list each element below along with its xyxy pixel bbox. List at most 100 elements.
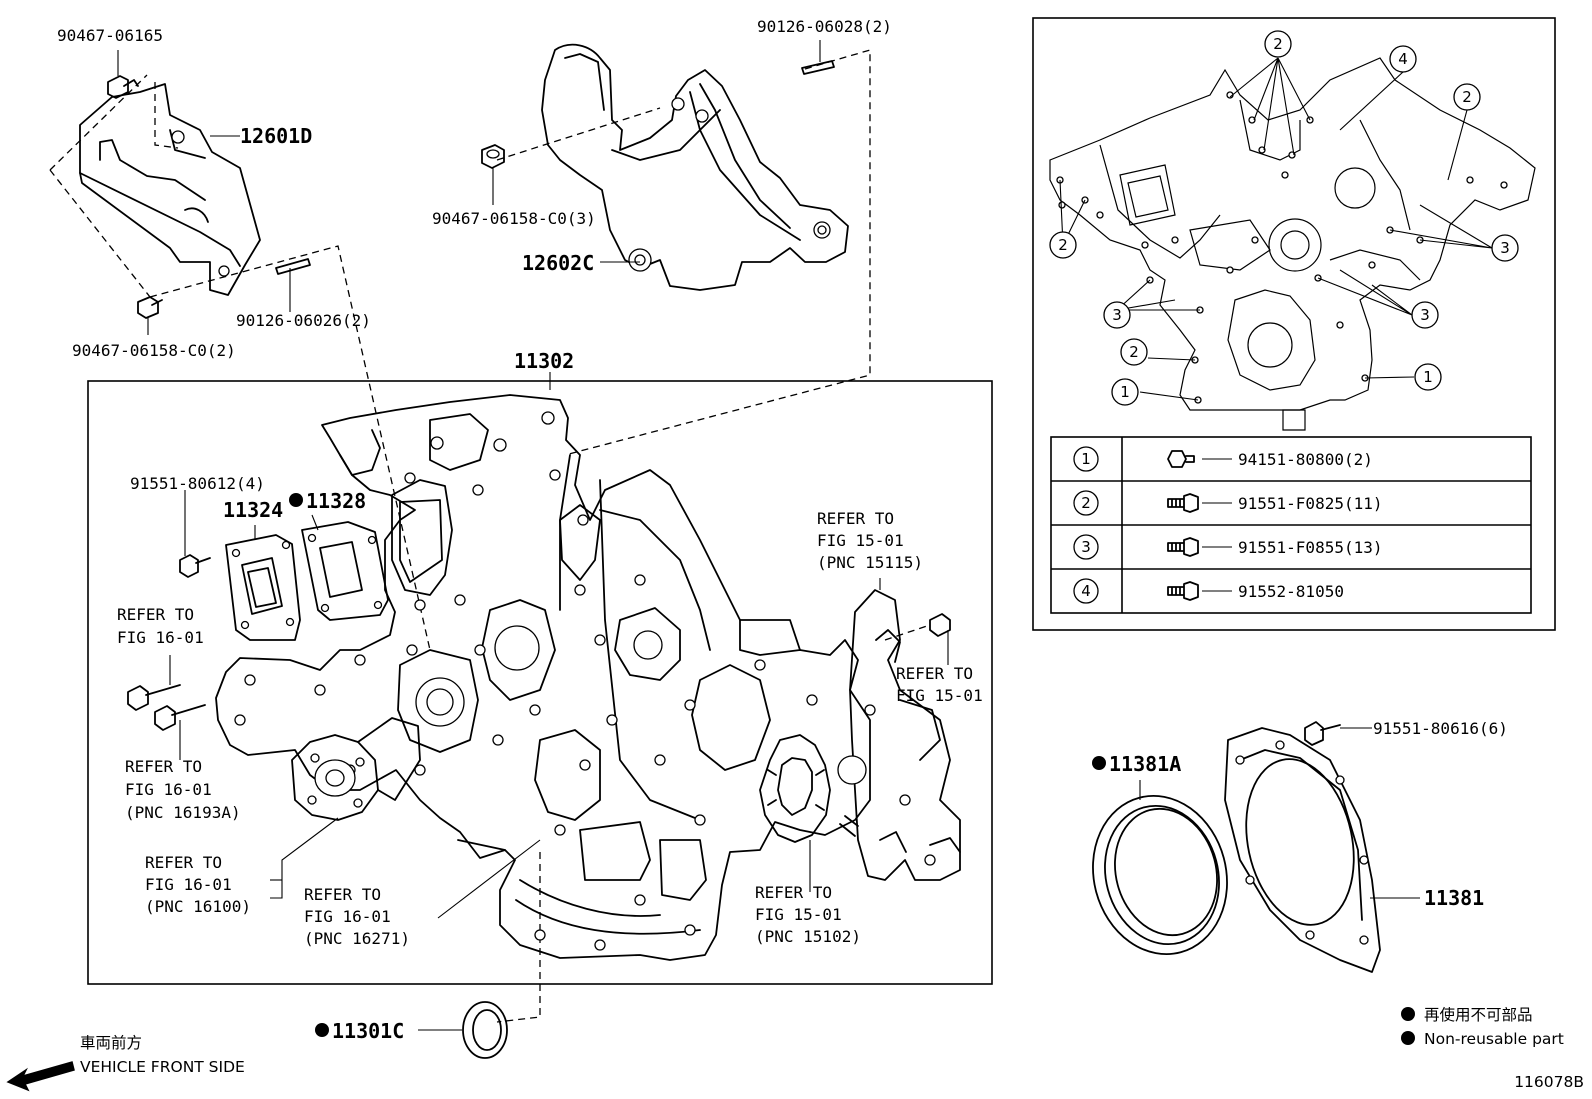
svg-text:1: 1	[1120, 383, 1130, 401]
svg-text:FIG 16-01: FIG 16-01	[145, 875, 232, 894]
bolt-part-number: 94151-80800(2)	[1238, 450, 1373, 469]
bolt-icon	[1167, 450, 1195, 468]
label-11381: 11381	[1424, 886, 1484, 910]
inset-callouts: 2 4 2 2 2 3 3 3 1 1	[1049, 30, 1519, 406]
bolt-oil-pump-right	[929, 613, 951, 637]
svg-text:2: 2	[1273, 35, 1283, 53]
label-11324: 11324	[223, 498, 283, 522]
bolt-part-number: 91551-F0855(13)	[1238, 538, 1383, 557]
bolt-key: 1	[1081, 450, 1091, 468]
figure-id: 116078B	[1514, 1073, 1584, 1091]
leader-lines	[117, 40, 1420, 1031]
label-11328: 11328	[306, 489, 366, 513]
ref-fig15-01: REFER TO FIG 15-01	[896, 664, 983, 705]
bolt-table-row: 1 94151-80800(2)	[1073, 446, 1373, 472]
legend-non-reusable: 再使用不可部品 Non-reusable part	[1401, 1006, 1564, 1048]
legend-text-jp: 再使用不可部品	[1424, 1006, 1533, 1024]
bolt-key-circle	[1073, 446, 1099, 472]
svg-text:REFER TO: REFER TO	[817, 509, 894, 528]
label-90467-06158-c0-2: 90467-06158-C0(2)	[72, 341, 236, 360]
bolt-key-circle	[1073, 490, 1099, 516]
svg-text:1: 1	[1423, 368, 1433, 386]
bolt-91551-80612	[179, 554, 211, 578]
bolt-icon	[1167, 493, 1199, 513]
svg-text:FIG 16-01: FIG 16-01	[304, 907, 391, 926]
rear-oil-seal-11381a	[1092, 794, 1228, 956]
svg-text:2: 2	[1462, 88, 1472, 106]
non-reusable-mark-11328	[289, 493, 303, 507]
front-oil-seal-11301c	[462, 1001, 508, 1059]
vehicle-front-jp: 車両前方	[80, 1034, 142, 1052]
ref-fig16-01-a: REFER TO FIG 16-01	[117, 605, 204, 647]
svg-text:REFER TO: REFER TO	[896, 664, 973, 683]
bolt-table-row: 2 91551-F0825(11)	[1073, 490, 1383, 516]
label-11301c: 11301C	[332, 1019, 404, 1043]
legend-dot-1	[1401, 1007, 1415, 1021]
oil-pump-housing	[837, 589, 961, 881]
svg-text:REFER TO: REFER TO	[145, 853, 222, 872]
bolt-table-row: 4 91552-81050	[1073, 578, 1344, 604]
svg-text:REFER TO: REFER TO	[117, 605, 194, 624]
bolt-key: 4	[1081, 582, 1091, 600]
ref-pnc-15102: REFER TO FIG 15-01 (PNC 15102)	[755, 883, 861, 946]
vehicle-front-en: VEHICLE FRONT SIDE	[80, 1058, 245, 1076]
svg-text:FIG 15-01: FIG 15-01	[817, 531, 904, 550]
bolt-key: 2	[1081, 494, 1091, 512]
oil-seal-retainer-11381	[1224, 727, 1381, 973]
bracket-12601d	[79, 83, 261, 296]
svg-text:3: 3	[1420, 306, 1430, 324]
svg-text:(PNC 15102): (PNC 15102)	[755, 927, 861, 946]
svg-text:3: 3	[1112, 306, 1122, 324]
front-arrow-icon	[6, 1061, 75, 1092]
legend-text-en: Non-reusable part	[1424, 1030, 1564, 1048]
bolt-key-circle	[1073, 534, 1099, 560]
bolt-part-number: 91551-F0825(11)	[1238, 494, 1383, 513]
stud-90126-06028	[801, 60, 835, 75]
svg-text:2: 2	[1058, 236, 1068, 254]
svg-text:4: 4	[1398, 50, 1408, 68]
svg-text:FIG 15-01: FIG 15-01	[755, 905, 842, 924]
bolt-key-circle	[1073, 578, 1099, 604]
bolt-key: 3	[1081, 538, 1091, 556]
bolt-90467-06158-c0-left	[137, 296, 163, 319]
svg-text:FIG 16-01: FIG 16-01	[117, 628, 204, 647]
inset-cover-outline	[1049, 57, 1536, 431]
ref-pnc-16100: REFER TO FIG 16-01 (PNC 16100)	[145, 853, 251, 916]
svg-text:(PNC 16271): (PNC 16271)	[304, 929, 410, 948]
cover-12602c	[541, 43, 849, 291]
legend-dot-2	[1401, 1031, 1415, 1045]
svg-text:2: 2	[1129, 343, 1139, 361]
bolts-refer-fig16	[127, 684, 206, 731]
svg-text:REFER TO: REFER TO	[304, 885, 381, 904]
label-12602c: 12602C	[522, 251, 594, 275]
label-11302: 11302	[514, 349, 574, 373]
gasket-11324	[225, 534, 301, 641]
svg-text:FIG 15-01: FIG 15-01	[896, 686, 983, 705]
nut-90467-06158-c0-top	[481, 144, 505, 169]
ref-pnc-15115: REFER TO FIG 15-01 (PNC 15115)	[817, 509, 923, 572]
bolt-90467-06165	[107, 75, 139, 99]
label-91551-80616-6: 91551-80616(6)	[1373, 719, 1508, 738]
bolt-icon	[1167, 537, 1199, 557]
bolt-91551-80616	[1304, 721, 1341, 746]
label-12601d: 12601D	[240, 124, 312, 148]
label-11381a: 11381A	[1109, 752, 1181, 776]
svg-text:(PNC 16100): (PNC 16100)	[145, 897, 251, 916]
svg-text:REFER TO: REFER TO	[755, 883, 832, 902]
vehicle-front-indicator: 車両前方 VEHICLE FRONT SIDE	[6, 1034, 245, 1092]
bolt-table-row: 3 91551-F0855(13)	[1073, 534, 1383, 560]
label-90126-06026-2: 90126-06026(2)	[236, 311, 371, 330]
stud-90126-06026	[275, 258, 311, 275]
bolt-part-number: 91552-81050	[1238, 582, 1344, 601]
timing-chain-cover-11302	[215, 394, 871, 961]
oil-pump-rotor	[759, 734, 831, 843]
non-reusable-mark-11381a	[1092, 756, 1106, 770]
svg-text:FIG 16-01: FIG 16-01	[125, 780, 212, 799]
svg-text:3: 3	[1500, 239, 1510, 257]
water-pump	[291, 717, 421, 821]
bolt-location-inset-frame	[1032, 17, 1556, 631]
label-90126-06028-2: 90126-06028(2)	[757, 17, 892, 36]
svg-text:REFER TO: REFER TO	[125, 757, 202, 776]
ref-pnc-16271: REFER TO FIG 16-01 (PNC 16271)	[304, 885, 410, 948]
